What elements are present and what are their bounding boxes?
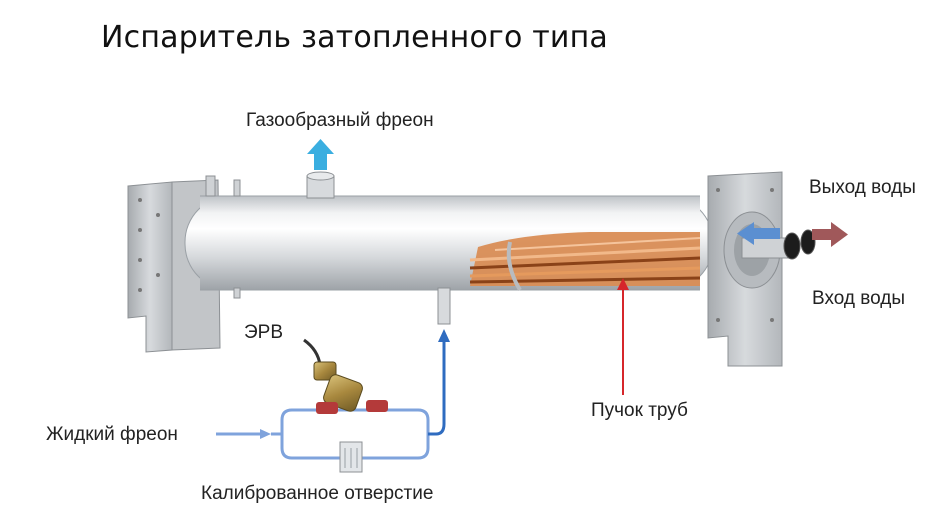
right-flange <box>707 171 783 367</box>
label-water-in: Вход воды <box>812 288 906 309</box>
liquid-inlet-stub <box>437 287 451 325</box>
diagram-title: Испаритель затопленного типа <box>101 20 609 55</box>
label-water-out: Выход воды <box>809 177 916 198</box>
water-out-arrow <box>812 222 848 247</box>
label-gas-freon: Газообразный фреон <box>246 110 434 131</box>
expansion-valve <box>303 338 388 414</box>
label-tube-bundle: Пучок труб <box>591 400 688 421</box>
label-liquid-freon: Жидкий фреон <box>46 424 178 445</box>
calibrated-orifice <box>339 441 363 473</box>
label-calibrated-orifice: Калиброванное отверстие <box>201 483 434 504</box>
tube-bundle <box>469 232 701 292</box>
gas-outlet-pipe <box>306 171 335 199</box>
label-erv: ЭРВ <box>244 322 284 343</box>
water-in-arrow <box>737 222 780 245</box>
tube-bundle-pointer <box>617 278 629 395</box>
gas-outlet-arrow <box>307 139 334 170</box>
shell-fittings <box>205 175 241 299</box>
